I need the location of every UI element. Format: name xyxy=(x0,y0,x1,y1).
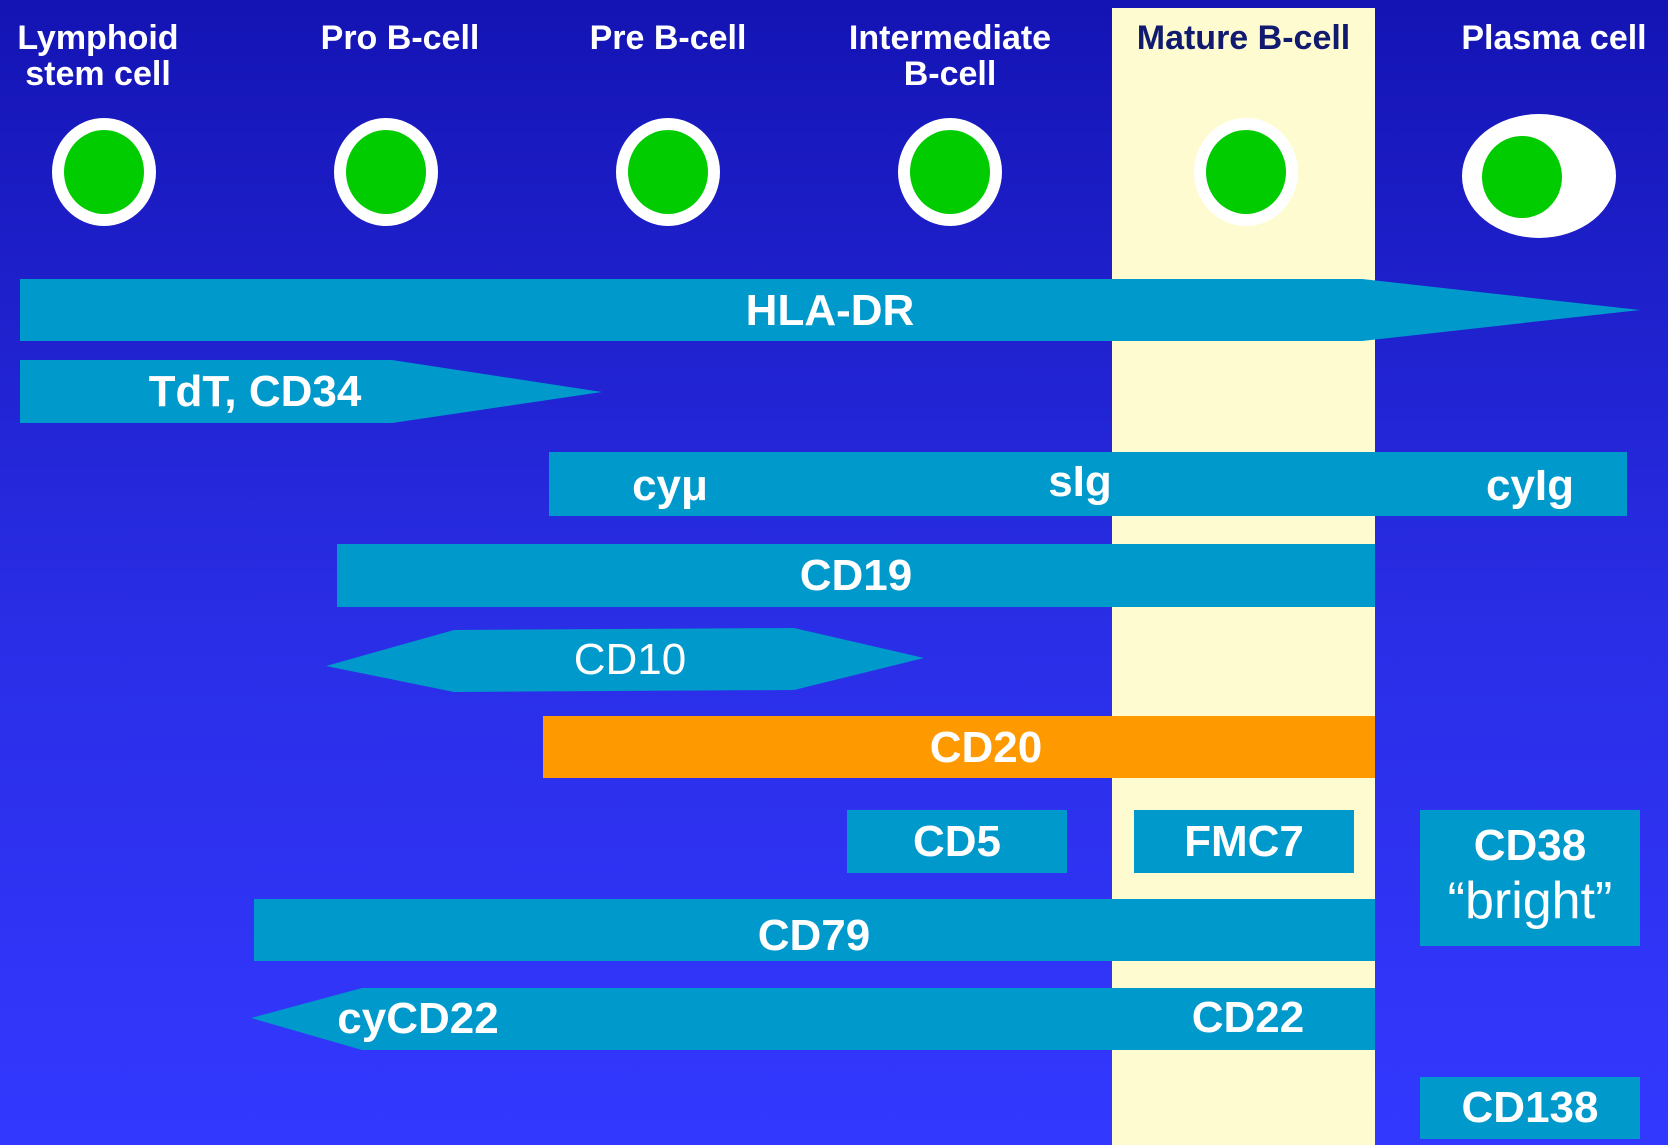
nucleus-icon xyxy=(628,130,708,214)
nucleus-icon xyxy=(910,130,990,214)
nucleus-icon xyxy=(64,130,144,214)
hla-dr-arrow xyxy=(20,279,1640,341)
cd10-arrow xyxy=(326,628,924,692)
stage-label-lymphoid: Lymphoid stem cell xyxy=(17,19,179,93)
mature-b-cell-icon xyxy=(1194,118,1298,226)
stage-label-pro: Pro B-cell xyxy=(320,19,480,57)
fmc7-label: FMC7 xyxy=(1184,817,1304,866)
pro-b-cell-icon xyxy=(334,118,438,226)
cd38-box xyxy=(1420,810,1640,946)
plasma-cell-icon xyxy=(1462,114,1616,238)
cd22-label: CD22 xyxy=(1191,993,1305,1042)
cd20-bar xyxy=(543,716,1375,778)
cd20-label: CD20 xyxy=(929,723,1043,772)
stage-label-pre: Pre B-cell xyxy=(589,19,747,57)
cycd22-label: cyCD22 xyxy=(337,994,499,1043)
cd38-label: CD38 xyxy=(1473,821,1587,870)
hla-dr-label: HLA-DR xyxy=(745,286,915,335)
cd138-label: CD138 xyxy=(1461,1083,1599,1132)
cd19-bar xyxy=(337,544,1375,607)
cd38-bright-label: “bright” xyxy=(1447,872,1613,930)
cd138-box xyxy=(1420,1077,1640,1139)
fmc7-box xyxy=(1134,810,1354,873)
lymphoid-cell-icon xyxy=(52,118,156,226)
tdt-cd34-label: TdT, CD34 xyxy=(148,367,362,416)
stage-label-plasma: Plasma cell xyxy=(1461,19,1647,57)
intermediate-b-cell-icon xyxy=(898,118,1002,226)
cd19-label: CD19 xyxy=(799,551,913,600)
pre-b-cell-icon xyxy=(616,118,720,226)
cd5-box xyxy=(847,810,1067,873)
nucleus-icon xyxy=(1482,136,1562,218)
cd5-label: CD5 xyxy=(912,817,1002,866)
stage-label-mature: Mature B-cell xyxy=(1136,19,1351,57)
tdt-cd34-arrow xyxy=(20,360,602,423)
nucleus-icon xyxy=(346,130,426,214)
stage-label-intermediate: Intermediate B-cell xyxy=(848,19,1052,93)
cd79-label: CD79 xyxy=(757,911,871,960)
cd22-arrow xyxy=(251,988,1375,1050)
sig-label: sIg xyxy=(1048,457,1112,506)
cyig-label: cyIg xyxy=(1485,461,1575,510)
cymu-label: cyμ xyxy=(632,461,708,510)
ig-bar xyxy=(549,452,1627,516)
cd79-bar xyxy=(254,899,1375,961)
cd10-label: CD10 xyxy=(573,635,687,684)
nucleus-icon xyxy=(1206,130,1286,214)
